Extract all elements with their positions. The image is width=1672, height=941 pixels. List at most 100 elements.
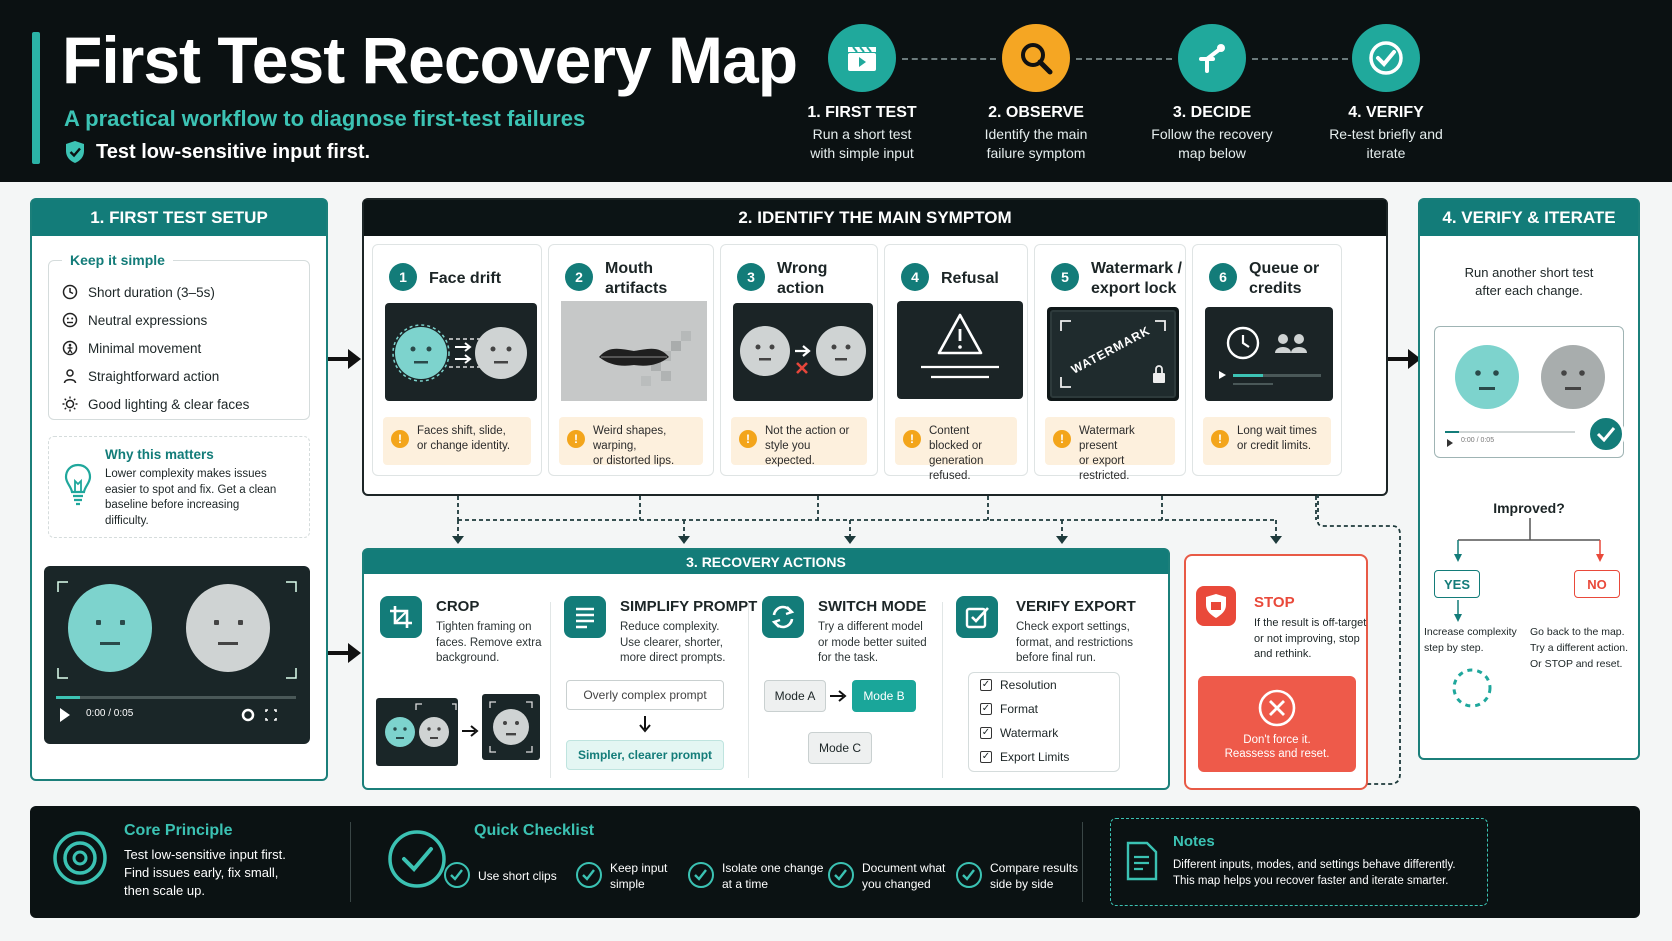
check-label: Export Limits <box>1000 750 1070 764</box>
checklist-title: Quick Checklist <box>474 822 595 839</box>
warning-text: Weird shapes, warping, <box>593 425 667 452</box>
divider <box>942 602 943 778</box>
sun-icon <box>62 396 78 412</box>
mode-a-chip[interactable]: Mode A <box>764 680 826 712</box>
symptom-card-face-drift[interactable]: 1 Face drift !Faces shift, slide,or chan… <box>372 244 542 476</box>
arrow-right-icon <box>830 690 847 702</box>
step-title: 2. OBSERVE <box>988 104 1084 121</box>
check-badge-icon <box>1587 415 1625 453</box>
page-title: First Test Recovery Map <box>62 23 798 97</box>
export-check-watermark[interactable]: ✓Watermark <box>980 726 1059 740</box>
warning-icon: ! <box>1211 430 1229 448</box>
stop-panel: STOP If the result is off-target or not … <box>1184 554 1368 790</box>
check-icon <box>956 862 982 888</box>
warning-icon: ! <box>391 430 409 448</box>
arrow-right-icon <box>462 725 479 737</box>
branch-icon <box>1178 24 1246 92</box>
step-observe: 2. OBSERVE Identify the main failure sym… <box>946 24 1126 163</box>
clapper-icon <box>828 24 896 92</box>
stop-title: STOP <box>1254 594 1295 611</box>
symptom-title: credits <box>1249 280 1302 297</box>
reset-line: Don't force it. <box>1243 734 1311 746</box>
symptom-number: 1 <box>389 263 417 291</box>
crop-icon <box>380 596 422 638</box>
action-desc: Use clearer, shorter, <box>620 636 723 649</box>
verify-frame-preview <box>1445 345 1605 447</box>
video-player[interactable]: 0:00 / 0:05 <box>44 566 310 744</box>
step-desc: Follow the recovery <box>1151 126 1273 142</box>
step-desc: map below <box>1178 145 1246 161</box>
export-check-format[interactable]: ✓Format <box>980 702 1039 716</box>
verify-heading: 4. VERIFY & ITERATE <box>1420 200 1638 236</box>
shield-check-icon <box>64 140 86 164</box>
symptom-number: 5 <box>1051 263 1079 291</box>
no-branch: NO <box>1574 570 1620 598</box>
setup-item-text: Minimal movement <box>88 340 202 356</box>
step-desc: with simple input <box>810 145 914 161</box>
setup-item-text: Straightforward action <box>88 368 220 384</box>
warning-icon: ! <box>903 430 921 448</box>
core-line: Find issues early, fix small, <box>124 865 279 880</box>
setup-item: Good lighting & clear faces <box>62 396 249 412</box>
check-icon <box>576 862 602 888</box>
player-time: 0:00 / 0:05 <box>1461 437 1495 444</box>
person-icon <box>62 368 78 384</box>
clock-icon <box>62 284 78 300</box>
export-check-resolution[interactable]: ✓Resolution <box>980 678 1057 692</box>
verify-video-player[interactable]: 0:00 / 0:05 <box>1434 326 1625 458</box>
flow-arrow-right <box>328 643 361 663</box>
title-accent-bar <box>32 32 40 164</box>
video-frame-preview <box>56 581 297 722</box>
divider <box>350 822 351 902</box>
recovery-heading: 3. RECOVERY ACTIONS <box>364 550 1168 574</box>
mode-b-chip[interactable]: Mode B <box>852 680 916 712</box>
action-simplify-prompt[interactable]: SIMPLIFY PROMPT Reduce complexity.Use cl… <box>564 590 757 780</box>
why-line: baseline before increasing <box>105 499 240 511</box>
warning-text: Long wait times <box>1237 425 1317 437</box>
symptom-title: artifacts <box>605 280 668 297</box>
step-connector <box>1252 58 1348 60</box>
arrow-down-icon <box>1454 600 1462 622</box>
check-icon <box>444 862 470 888</box>
complex-prompt-chip: Overly complex prompt <box>566 680 724 710</box>
action-desc: Reduce complexity. <box>620 621 720 633</box>
action-verify-export[interactable]: VERIFY EXPORT Check export settings,form… <box>956 590 1160 780</box>
symptom-to-recovery-connectors <box>452 496 1317 544</box>
step-title: 1. FIRST TEST <box>807 104 917 121</box>
mode-c-chip[interactable]: Mode C <box>808 732 872 764</box>
action-desc: more direct prompts. <box>620 652 726 664</box>
queue-illustration <box>1205 307 1333 401</box>
warning-triangle-icon <box>921 313 999 379</box>
symptom-title: action <box>777 280 825 297</box>
reset-button[interactable]: Don't force it. Reassess and reset. <box>1198 676 1356 772</box>
why-line: easier to spot and fix. Get a clean <box>105 483 277 496</box>
action-desc: Check export settings, <box>1016 621 1130 633</box>
export-check-limits[interactable]: ✓Export Limits <box>980 750 1070 764</box>
verify-desc: after each change. <box>1475 283 1583 298</box>
simple-prompt-chip: Simpler, clearer prompt <box>566 740 724 770</box>
symptom-card-watermark[interactable]: 5 Watermark /export lock WATERMARK !Wate… <box>1034 244 1186 482</box>
no-desc: Try a different action. <box>1530 642 1629 654</box>
check-circle-icon <box>1352 24 1420 92</box>
header: First Test Recovery Map A practical work… <box>0 0 1672 182</box>
symptom-number: 2 <box>565 263 593 291</box>
setup-item: Short duration (3–5s) <box>62 284 215 300</box>
checklist-item: Use short clips <box>478 868 557 884</box>
stop-desc: or not improving, stop <box>1254 632 1360 645</box>
divider <box>748 602 749 778</box>
no-desc: Go back to the map. <box>1530 626 1625 638</box>
document-lines-icon <box>564 596 606 638</box>
symptom-title: Wrong <box>777 260 828 277</box>
flow-arrow-right <box>1388 349 1421 369</box>
checklist-text: simple <box>610 877 645 891</box>
symptom-number: 3 <box>737 263 765 291</box>
